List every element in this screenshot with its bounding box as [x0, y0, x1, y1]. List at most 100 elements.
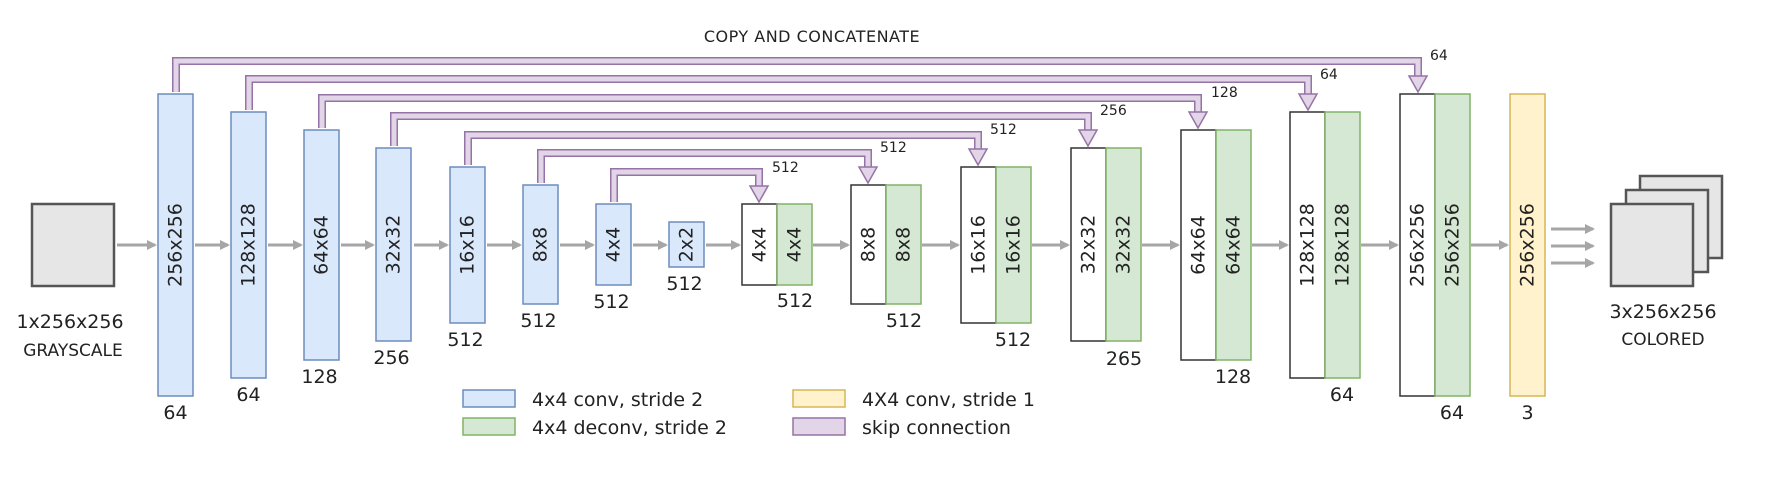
encoder-size-label: 64x64	[311, 215, 333, 275]
input-image	[30, 202, 116, 288]
decoder-concat-size-label: 16x16	[968, 215, 990, 275]
encoder-channels-label: 64	[163, 402, 187, 424]
legend-conv-label: 4x4 conv, stride 2	[532, 389, 703, 411]
legend-conv1-label: 4X4 conv, stride 1	[862, 389, 1035, 411]
skip-arrowhead	[1187, 111, 1209, 130]
decoder-channels-label: 512	[995, 329, 1031, 351]
network-blocks: 256x256 64 128x128 64 64x64 128 32x32 256 16x16 5…	[157, 93, 1546, 424]
decoder-concat-block	[1180, 129, 1217, 361]
decoder-deconv-size-label: 256x256	[1442, 203, 1464, 287]
decoder-concat-size-label: 32x32	[1078, 215, 1100, 275]
encoder-channels-label: 512	[520, 310, 556, 332]
encoder-size-label: 4x4	[603, 227, 625, 262]
encoder-channels-label: 64	[236, 384, 260, 406]
decoder-deconv-size-label: 128x128	[1332, 203, 1354, 287]
output-type-label: COLORED	[1621, 330, 1704, 350]
decoder-concat-block	[1070, 147, 1107, 342]
skip-connection: 64	[245, 67, 1338, 112]
skip-connection: 64	[172, 48, 1448, 94]
decoder-concat-size-label: 8x8	[858, 227, 880, 262]
encoder-channels-label: 512	[666, 273, 702, 295]
decoder-deconv-block	[1324, 111, 1361, 379]
skip-arrowhead	[1407, 75, 1429, 94]
skip-channels-label: 512	[990, 122, 1017, 138]
decoder-channels-label: 265	[1106, 348, 1142, 370]
final-conv-block	[1509, 93, 1546, 397]
skip-connection: 256	[390, 103, 1127, 148]
decoder-channels-label: 128	[1215, 366, 1251, 388]
skip-arrowhead	[967, 148, 989, 167]
decoder-deconv-size-label: 64x64	[1223, 215, 1245, 275]
final-channels-label: 3	[1521, 402, 1533, 424]
decoder-concat-size-label: 128x128	[1297, 203, 1319, 287]
decoder-channels-label: 512	[777, 290, 813, 312]
encoder-block	[668, 221, 705, 268]
input-size-label: 1x256x256	[16, 311, 123, 333]
skip-channels-label: 128	[1211, 85, 1238, 101]
decoder-deconv-block	[995, 166, 1032, 324]
encoder-block	[595, 203, 632, 286]
decoder-concat-size-label: 256x256	[1407, 203, 1429, 287]
diagram-title: COPY AND CONCATENATE	[704, 27, 920, 46]
encoder-block	[522, 184, 559, 305]
encoder-channels-label: 256	[373, 347, 409, 369]
encoder-block	[375, 147, 412, 342]
legend-skip-swatch	[792, 417, 846, 436]
skip-channels-label: 512	[880, 140, 907, 156]
encoder-size-label: 128x128	[238, 203, 260, 287]
skip-arrowhead	[1077, 129, 1099, 148]
skip-channels-label: 256	[1100, 103, 1127, 119]
decoder-deconv-size-label: 16x16	[1003, 215, 1025, 275]
encoder-channels-label: 512	[593, 291, 629, 313]
encoder-channels-label: 128	[301, 366, 337, 388]
skip-channels-label: 64	[1320, 67, 1338, 83]
legend-deconv-label: 4x4 deconv, stride 2	[532, 417, 727, 439]
decoder-concat-size-label: 64x64	[1188, 215, 1210, 275]
skip-arrowhead	[857, 166, 879, 185]
encoder-block	[157, 93, 194, 397]
encoder-size-label: 2x2	[676, 227, 698, 262]
decoder-deconv-block	[1215, 129, 1252, 361]
decoder-channels-label: 64	[1440, 402, 1464, 424]
encoder-block	[230, 111, 267, 379]
decoder-concat-block	[850, 184, 887, 305]
decoder-deconv-size-label: 8x8	[893, 227, 915, 262]
skip-connection: 128	[318, 85, 1238, 130]
encoder-block	[303, 129, 340, 361]
encoder-block	[449, 166, 486, 324]
skip-arrowhead	[748, 185, 770, 204]
decoder-channels-label: 512	[886, 310, 922, 332]
output-size-label: 3x256x256	[1609, 301, 1716, 323]
legend-skip-label: skip connection	[862, 417, 1011, 439]
encoder-channels-label: 512	[447, 329, 483, 351]
decoder-deconv-size-label: 4x4	[784, 227, 806, 262]
final-size-label: 256x256	[1517, 203, 1539, 287]
output-arrows	[1551, 224, 1595, 268]
skip-connection: 512	[464, 122, 1017, 167]
legend: 4x4 conv, stride 2 4x4 deconv, stride 2 …	[462, 389, 1035, 439]
skip-connection: 512	[537, 140, 907, 185]
encoder-size-label: 32x32	[383, 215, 405, 275]
legend-deconv-swatch	[462, 417, 516, 436]
skip-connection: 512	[610, 160, 799, 204]
skip-connections: 512 512 512 256 128 64 64	[172, 48, 1448, 204]
encoder-size-label: 16x16	[457, 215, 479, 275]
decoder-concat-block	[960, 166, 997, 324]
decoder-concat-size-label: 4x4	[749, 227, 771, 262]
legend-conv1-swatch	[792, 389, 846, 408]
encoder-size-label: 256x256	[165, 203, 187, 287]
decoder-deconv-block	[776, 203, 813, 286]
output-image-stack	[1609, 174, 1724, 288]
decoder-concat-block	[741, 203, 778, 286]
decoder-deconv-block	[885, 184, 922, 305]
skip-arrowhead	[1297, 93, 1319, 112]
decoder-deconv-block	[1434, 93, 1471, 397]
decoder-deconv-block	[1105, 147, 1142, 342]
skip-channels-label: 64	[1430, 48, 1448, 64]
skip-channels-label: 512	[772, 160, 799, 176]
decoder-channels-label: 64	[1330, 384, 1354, 406]
encoder-size-label: 8x8	[530, 227, 552, 262]
decoder-deconv-size-label: 32x32	[1113, 215, 1135, 275]
legend-conv-swatch	[462, 389, 516, 408]
